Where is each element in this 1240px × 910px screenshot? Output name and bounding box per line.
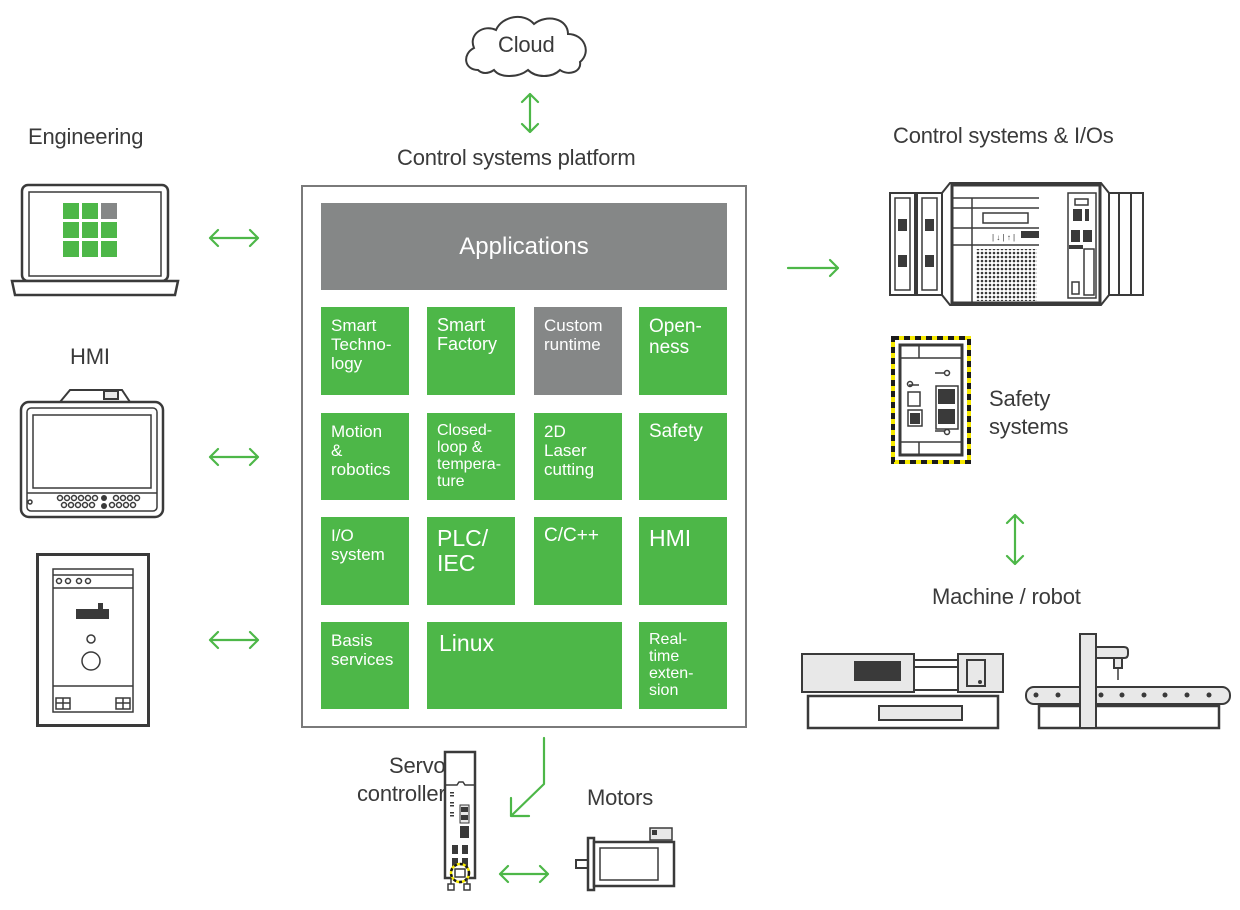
hmi-panel-icon	[19, 389, 165, 519]
cloud-label: Cloud	[498, 32, 555, 57]
servo-motor-arrow-icon	[498, 864, 550, 884]
tile-io-system: I/O system	[321, 517, 409, 605]
servo-controller-label: Servo controller	[357, 753, 446, 806]
tile-motion-robotics: Motion & robotics	[321, 413, 409, 500]
injection-machine-icon	[801, 653, 1004, 730]
servo-controller-icon	[443, 750, 477, 891]
engineering-arrow-icon	[208, 228, 260, 248]
tile-custom-runtime: Custom runtime	[534, 307, 622, 395]
tile-2d-laser-cutting: 2D Laser cutting	[534, 413, 622, 500]
gantry-robot-icon	[1025, 633, 1231, 730]
tile-closed-loop-temperature: Closed- loop & tempera- ture	[427, 413, 515, 500]
tile-c-cpp: C/C++	[534, 517, 622, 605]
engineering-label: Engineering	[28, 124, 144, 149]
tile-hmi: HMI	[639, 517, 727, 605]
machine-robot-label: Machine / robot	[932, 584, 1081, 609]
control-panel-icon	[36, 553, 150, 727]
applications-block: Applications	[321, 203, 727, 290]
hmi-label: HMI	[70, 344, 110, 369]
platform-title: Control systems platform	[397, 145, 636, 170]
tile-smart-factory: Smart Factory	[427, 307, 515, 395]
safety-module-icon	[891, 336, 971, 464]
cloud-platform-arrow-icon	[520, 92, 540, 134]
tile-basis-services: Basis services	[321, 622, 409, 709]
tile-openness: Open- ness	[639, 307, 727, 395]
tile-linux: Linux	[427, 622, 622, 709]
cloud-icon	[465, 15, 587, 77]
panel-arrow-icon	[208, 630, 260, 650]
safety-systems-label: Safety systems	[989, 386, 1069, 439]
svg-text:| ↓ | ↑ |: | ↓ | ↑ |	[992, 233, 1015, 242]
tile-realtime-extension: Real- time exten- sion	[639, 622, 727, 709]
control-system-hardware-icon: | ↓ | ↑ |	[889, 182, 1144, 306]
motor-icon	[575, 827, 676, 892]
tile-safety: Safety	[639, 413, 727, 500]
control-systems-arrow-icon	[786, 258, 840, 278]
control-systems-label: Control systems & I/Os	[893, 123, 1114, 148]
platform-servo-arrow-icon	[509, 736, 546, 818]
tile-plc-iec: PLC/ IEC	[427, 517, 515, 605]
machine-arrow-icon	[1005, 513, 1025, 566]
vent-grid	[976, 249, 1037, 301]
hmi-arrow-icon	[208, 447, 260, 467]
laptop-icon	[10, 183, 180, 297]
motors-label: Motors	[587, 785, 654, 810]
app-grid	[63, 203, 117, 257]
applications-label: Applications	[459, 232, 589, 260]
tile-smart-technology: Smart Techno- logy	[321, 307, 409, 395]
